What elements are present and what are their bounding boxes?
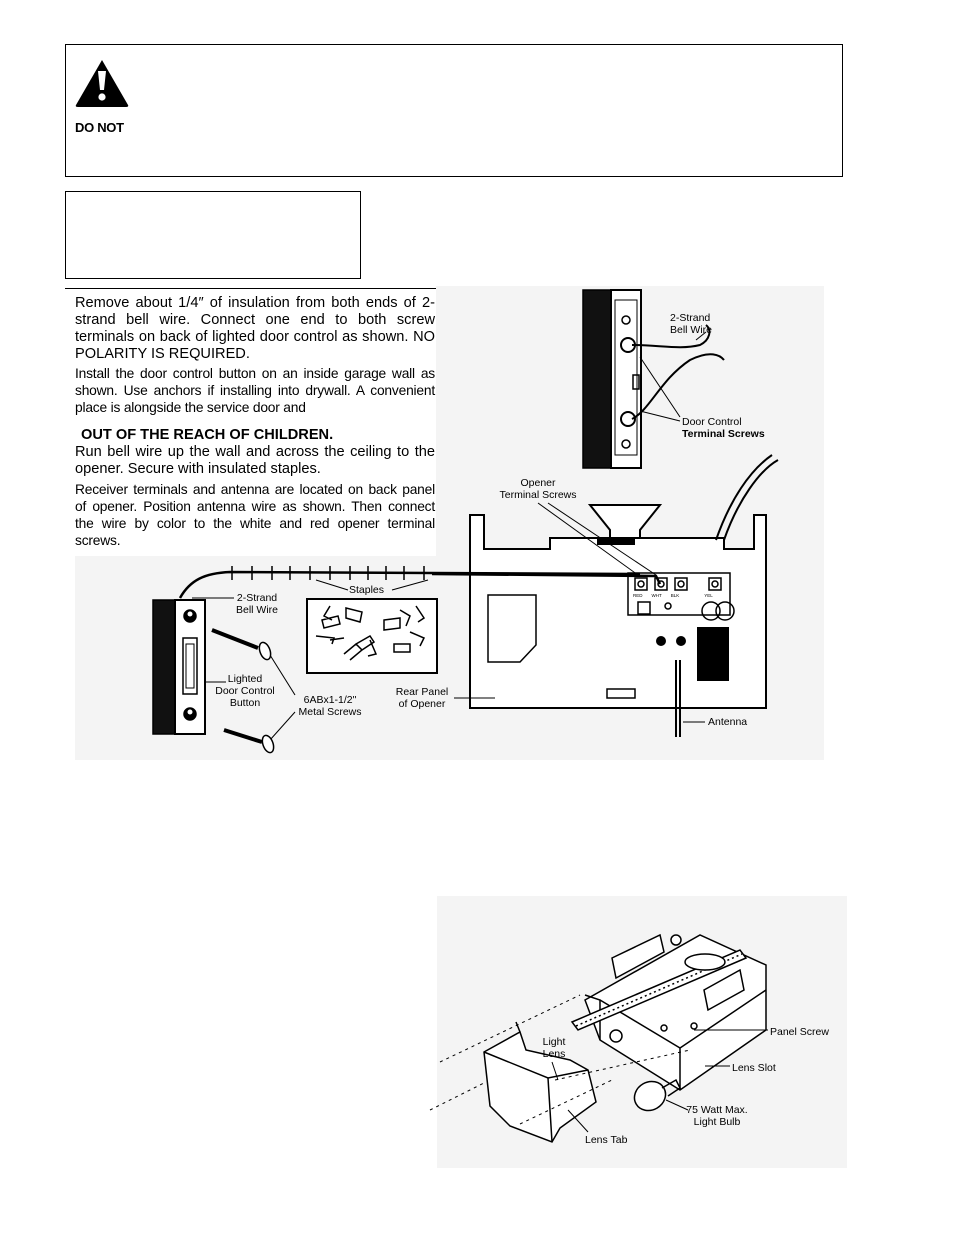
label-opener-terminal-screws: Opener Terminal Screws [492, 477, 584, 501]
label-antenna: Antenna [708, 716, 748, 728]
label-ms-line1: 6ABx1-1/2" [303, 694, 357, 706]
tag-yel: YEL [704, 593, 713, 598]
tag-red: RED [633, 593, 643, 598]
label-lens-slot: Lens Slot [732, 1062, 776, 1074]
label-lbulb-line1: 75 Watt Max. [686, 1104, 748, 1116]
label-lens-tab: Lens Tab [585, 1134, 628, 1146]
warning-box [65, 44, 843, 177]
label-top-bell-wire-line2: Bell Wire [670, 324, 713, 336]
staples-box [306, 598, 438, 674]
label-lb-line2: Door Control [215, 685, 275, 697]
instruction-step3: Run bell wire up the wall and across the… [75, 444, 435, 477]
label-rear-panel: Rear Panel of Opener [392, 686, 452, 710]
leader-lines [192, 502, 705, 741]
label-dcts-line1: Door Control [682, 416, 742, 428]
step1-emphasis: NO POLARITY IS REQUIRED. [75, 329, 435, 362]
label-ots-line2: Terminal Screws [499, 489, 577, 501]
step1-text: Remove about 1/4″ of insulation from bot… [75, 295, 435, 345]
instruction-step2-emphasis: OUT OF THE REACH OF CHILDREN. [81, 427, 334, 443]
opener-rear-panel [469, 454, 779, 737]
instruction-step4: Receiver terminals and antenna are locat… [75, 482, 435, 548]
label-lbw-line2: Bell Wire [235, 604, 278, 616]
label-ots-line1: Opener [520, 477, 556, 489]
tag-wht: WHT [651, 593, 662, 598]
tag-blk: BLK [670, 593, 680, 598]
staples-on-wire [231, 566, 425, 580]
label-top-bell-wire: 2-Strand Bell Wire [670, 312, 712, 336]
section-rule [65, 288, 436, 289]
label-ll-line2: Lens [542, 1048, 566, 1060]
label-rp-line2: of Opener [398, 698, 446, 710]
lighted-door-control-button [152, 599, 206, 735]
label-rp-line1: Rear Panel [395, 686, 449, 698]
label-lb-line1: Lighted [227, 673, 263, 685]
terminal-tags: RED WHT BLK YEL [633, 593, 733, 598]
label-staples: Staples [349, 584, 385, 596]
label-light-lens: Light Lens [537, 1036, 571, 1060]
label-light-bulb: 75 Watt Max. Light Bulb [682, 1104, 752, 1128]
label-top-bell-wire-line1: 2-Strand [670, 312, 711, 324]
metal-screws [211, 628, 275, 754]
label-lighted-button: Lighted Door Control Button [210, 673, 280, 709]
label-ll-line1: Light [542, 1036, 566, 1048]
label-panel-screw: Panel Screw [770, 1026, 829, 1038]
label-ms-line2: Metal Screws [298, 706, 362, 718]
label-door-control-terminal-screws: Door Control Terminal Screws [682, 416, 765, 440]
instruction-step2: Install the door control button on an in… [75, 366, 435, 415]
label-lb-line3: Button [229, 697, 261, 709]
label-left-bell-wire: 2-Strand Bell Wire [232, 592, 282, 616]
door-control-back [582, 289, 725, 469]
warning-do-not: DO NOT [75, 120, 124, 135]
label-metal-screws: 6ABx1-1/2" Metal Screws [295, 694, 365, 718]
label-lbw-line1: 2-Strand [236, 592, 278, 604]
instruction-step1: Remove about 1/4″ of insulation from bot… [75, 295, 435, 363]
label-lbulb-line2: Light Bulb [693, 1116, 741, 1128]
note-box [65, 191, 361, 279]
bell-wire-run [178, 570, 662, 599]
label-dcts-line2: Terminal Screws [682, 428, 765, 440]
warning-triangle-icon [75, 60, 129, 107]
